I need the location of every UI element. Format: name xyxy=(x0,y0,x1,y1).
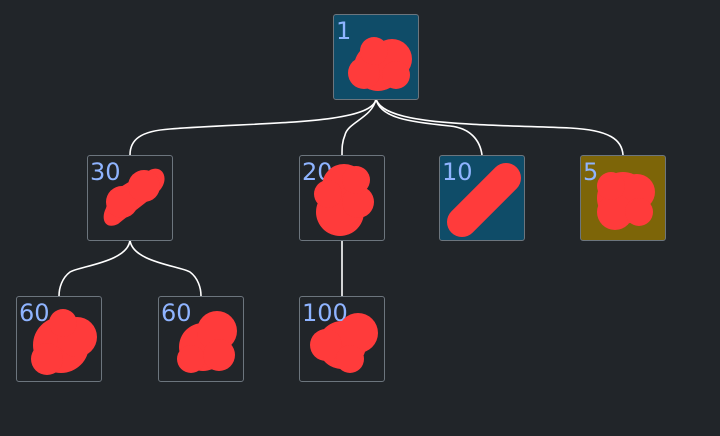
tree-node-60-right: 60 xyxy=(158,296,244,382)
redaction-scribble xyxy=(103,168,165,226)
redaction-scribble xyxy=(177,311,237,373)
edge-n30-n60a xyxy=(58,239,131,297)
tree-node-root: 1 xyxy=(333,14,419,100)
node-value: 60 xyxy=(19,299,50,327)
edge-n30-n60b xyxy=(129,239,202,297)
node-value: 100 xyxy=(302,299,348,327)
redaction-scribble xyxy=(597,172,655,230)
edge-root-n5 xyxy=(375,98,624,156)
redaction-scribble xyxy=(31,309,97,375)
tree-node-5: 5 xyxy=(580,155,666,241)
tree-node-30: 30 xyxy=(87,155,173,241)
redaction-scribble xyxy=(447,163,521,237)
edge-root-n20 xyxy=(341,98,377,156)
edge-root-n10 xyxy=(375,98,483,156)
tree-node-20: 20 xyxy=(299,155,385,241)
node-value: 5 xyxy=(583,158,599,186)
tree-node-10: 10 xyxy=(439,155,525,241)
tree-node-60-left: 60 xyxy=(16,296,102,382)
redaction-scribble xyxy=(348,37,412,91)
node-value: 10 xyxy=(442,158,473,186)
redaction-scribble xyxy=(310,313,378,373)
node-value: 60 xyxy=(161,299,192,327)
edge-root-n30 xyxy=(129,98,377,156)
node-value: 30 xyxy=(90,158,121,186)
tree-node-100: 100 xyxy=(299,296,385,382)
node-value: 1 xyxy=(336,17,352,45)
redaction-scribble xyxy=(314,164,374,236)
